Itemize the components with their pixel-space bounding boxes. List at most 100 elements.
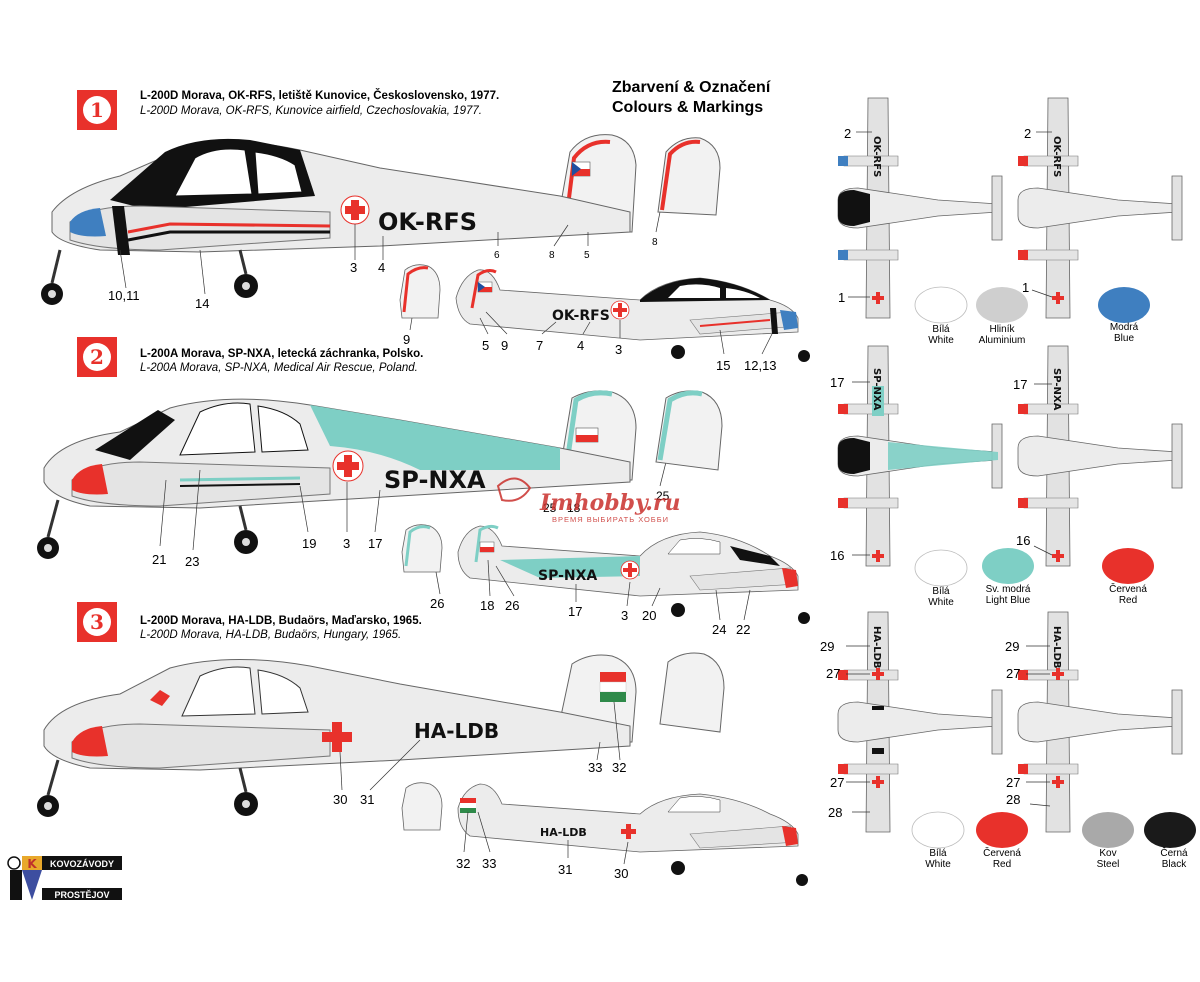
s3r-callout-3: 31 [558,862,572,877]
s2-callout-3: 19 [302,536,316,551]
scheme-1-registration: OK-RFS [378,208,477,236]
scheme-2-bottom-wing-reg: SP-NXA [1051,368,1062,411]
scheme-1-right-side-view: OK-RFS [399,264,810,362]
svg-text:Červená: Červená [983,846,1021,859]
swatch-1-1 [976,287,1028,323]
svg-text:3: 3 [90,610,104,634]
s1r-callout-5: 4 [577,338,584,353]
svg-text:Light Blue: Light Blue [986,595,1031,606]
svg-text:Černá: Černá [1160,846,1188,859]
plan-callout-10: 29 [1005,639,1019,654]
scheme-1-title-en: L-200D Morava, OK-RFS, Kunovice airfield… [140,105,482,117]
scheme-3-right-side-view: HA-LDB [401,782,808,886]
s1-callout-7: 5 [584,250,590,261]
s3-callout-4: 32 [612,760,626,775]
plan-callout-8: 16 [1016,533,1030,548]
scheme-2-top-wing-reg: SP-NXA [871,368,882,411]
plan-callout-15: 28 [828,805,842,820]
plan-callout-16: 28 [1006,792,1020,807]
s2r-callout-3: 26 [505,598,519,613]
scheme-2-side-view: SP-NXA [37,390,723,559]
s1-callout-5: 6 [494,250,500,261]
scheme-3-badge: 3 [77,602,117,642]
svg-text:White: White [925,859,951,870]
svg-text:Červená: Červená [1109,582,1147,595]
svg-text:White: White [928,335,954,346]
svg-text:1: 1 [90,98,104,122]
svg-text:Modrá: Modrá [1110,322,1139,333]
svg-text:White: White [928,597,954,608]
s1-callout-2: 14 [195,296,209,311]
s1r-callout-7: 15 [716,358,730,373]
svg-text:Aluminium: Aluminium [979,335,1026,346]
svg-text:Steel: Steel [1097,859,1120,870]
swatch-3-2 [1082,812,1134,848]
svg-text:Blue: Blue [1114,333,1134,344]
s1-callout-8: 8 [652,237,658,248]
plan-crosses-1 [848,131,1064,304]
s2-callout-7: 18 [567,501,581,515]
plan-callout-5: 17 [830,375,844,390]
watermark-slogan: ВРЕМЯ ВЫБИРАТЬ ХОББИ [552,515,669,524]
scheme-3-side-view: HA-LDB [37,652,725,817]
plan-callout-3: 1 [838,290,845,305]
scheme-3-right-registration: HA-LDB [540,826,587,839]
s3r-callout-1: 32 [456,856,470,871]
s1-callout-3: 3 [350,260,357,275]
svg-text:Sv. modrá: Sv. modrá [986,584,1031,595]
svg-text:Red: Red [993,859,1011,870]
s3r-callout-4: 30 [614,866,628,881]
kovozavody-logo: K KOVOZÁVODY PROSTĚJOV [7,856,122,900]
plan-callout-1: 2 [844,126,851,141]
scheme-1-top-view: OK-RFS [837,97,1003,319]
scheme-2-title-en: L-200A Morava, SP-NXA, Medical Air Rescu… [140,362,418,374]
scheme-1-badge: 1 [77,90,117,130]
swatch-1-0 [914,286,968,324]
swatch-1-2 [1098,287,1150,323]
scheme-2-title-cz: L-200A Morava, SP-NXA, letecká záchranka… [140,348,423,360]
s2r-callout-5: 3 [621,608,628,623]
s2r-callout-4: 17 [568,604,582,619]
s2-callout-5: 17 [368,536,382,551]
scheme-3-top-view: HA-LDB [837,611,1003,833]
s2r-callout-8: 22 [736,622,750,637]
plan-callout-13: 27 [830,775,844,790]
scheme-2-right-side-view: SP-NXA [401,524,810,624]
s2r-callout-7: 24 [712,622,726,637]
scheme-2-bottom-view: SP-NXA [1017,345,1183,567]
svg-text:K: K [27,857,37,871]
scheme-2-right-registration: SP-NXA [538,568,597,584]
svg-text:Bílá: Bílá [929,848,947,859]
svg-text:Black: Black [1162,859,1187,870]
swatch-2-1 [982,548,1034,584]
scheme-3-top-wing-reg: HA-LDB [871,626,882,669]
s1r-callout-3: 9 [501,338,508,353]
s3-callout-1: 30 [333,792,347,807]
s2-callout-8: 25 [656,489,670,503]
scheme-3-title-cz: L-200D Morava, HA-LDB, Budaörs, Maďarsko… [140,615,422,627]
svg-text:2: 2 [90,345,104,369]
plan-callout-2: 2 [1024,126,1031,141]
s3r-callout-2: 33 [482,856,496,871]
s1r-callout-4: 7 [536,338,543,353]
s2-callout-4: 3 [343,536,350,551]
s1-callout-4: 4 [378,260,385,275]
plan-callout-7: 16 [830,548,844,563]
scheme-3-title-en: L-200D Morava, HA-LDB, Budaörs, Hungary,… [140,629,401,641]
plan-callout-6: 17 [1013,377,1027,392]
logo-line2: PROSTĚJOV [54,889,109,900]
plan-callout-11: 27 [826,666,840,681]
swatch-3-1 [976,812,1028,848]
plan-callout-12: 27 [1006,666,1020,681]
plan-callout-4: 1 [1022,280,1029,295]
plan-callout-14: 27 [1006,775,1020,790]
svg-text:Kov: Kov [1099,848,1116,859]
svg-text:Hliník: Hliník [989,324,1015,335]
s2r-callout-1: 26 [430,596,444,611]
logo-line1: KOVOZÁVODY [50,859,114,869]
scheme-1-top-wing-reg: OK-RFS [871,136,882,177]
svg-text:Bílá: Bílá [932,324,950,335]
